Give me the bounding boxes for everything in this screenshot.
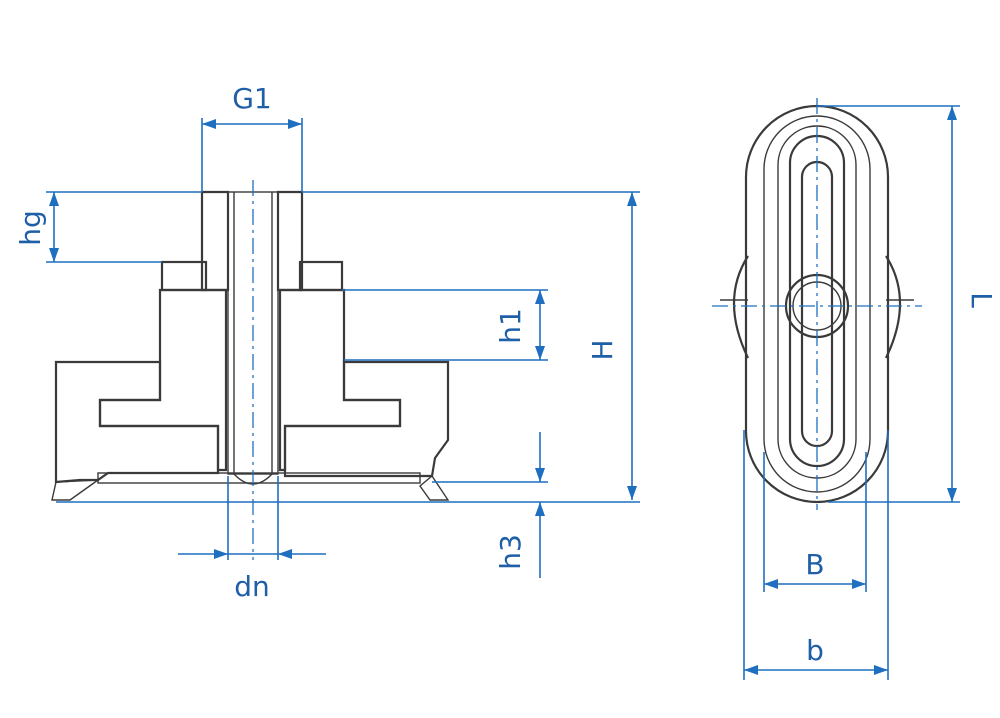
body-insert-right bbox=[278, 288, 402, 472]
rubber-pad-right bbox=[283, 360, 450, 478]
threaded-stud-right bbox=[276, 190, 304, 292]
label-dn: dn bbox=[234, 570, 270, 603]
label-H: H bbox=[586, 339, 619, 360]
rubber-pad bbox=[54, 360, 220, 484]
dimensions-left: G1 hg h1 H h3 bbox=[14, 82, 640, 603]
body-insert bbox=[98, 288, 228, 472]
suction-lip-right bbox=[419, 474, 450, 501]
suction-lip bbox=[51, 479, 101, 501]
label-hg: hg bbox=[14, 210, 47, 246]
side-ear-left bbox=[733, 255, 749, 359]
side-ear-right bbox=[885, 255, 901, 359]
label-L: L bbox=[965, 292, 998, 308]
knurled-nut-right bbox=[298, 260, 344, 292]
label-g1: G1 bbox=[232, 82, 272, 115]
label-h3: h3 bbox=[494, 534, 527, 570]
label-B: B bbox=[805, 548, 824, 581]
top-view bbox=[712, 98, 922, 510]
label-h1: h1 bbox=[494, 308, 527, 344]
pad-ring-1 bbox=[763, 115, 871, 493]
dimensions-right: L B b bbox=[743, 105, 998, 680]
knurled-nut-left bbox=[160, 260, 208, 292]
label-b: b bbox=[806, 634, 824, 667]
section-view bbox=[51, 180, 450, 560]
